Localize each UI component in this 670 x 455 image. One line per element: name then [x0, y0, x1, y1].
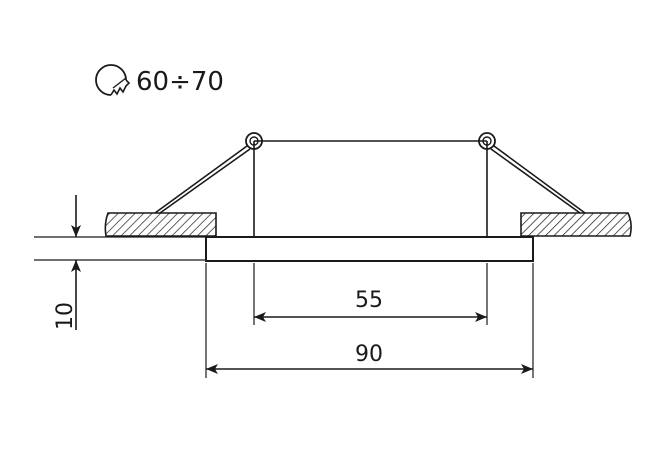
hole-saw-icon	[95, 64, 131, 96]
outer-width-label: 90	[355, 342, 383, 367]
height-dimension-label: 10	[53, 302, 78, 330]
height-dimension	[34, 195, 206, 330]
spring-clip-left	[154, 132, 263, 214]
cutout-diameter-label: 60÷70	[136, 67, 224, 97]
outer-width-dimension	[205, 263, 534, 378]
ceiling-panel-right	[520, 212, 632, 237]
inner-width-dimension	[253, 263, 488, 325]
spring-clip-right	[478, 132, 586, 214]
inner-width-label: 55	[355, 288, 383, 313]
ceiling-panel-left	[104, 212, 217, 237]
lamp-body	[205, 140, 534, 262]
